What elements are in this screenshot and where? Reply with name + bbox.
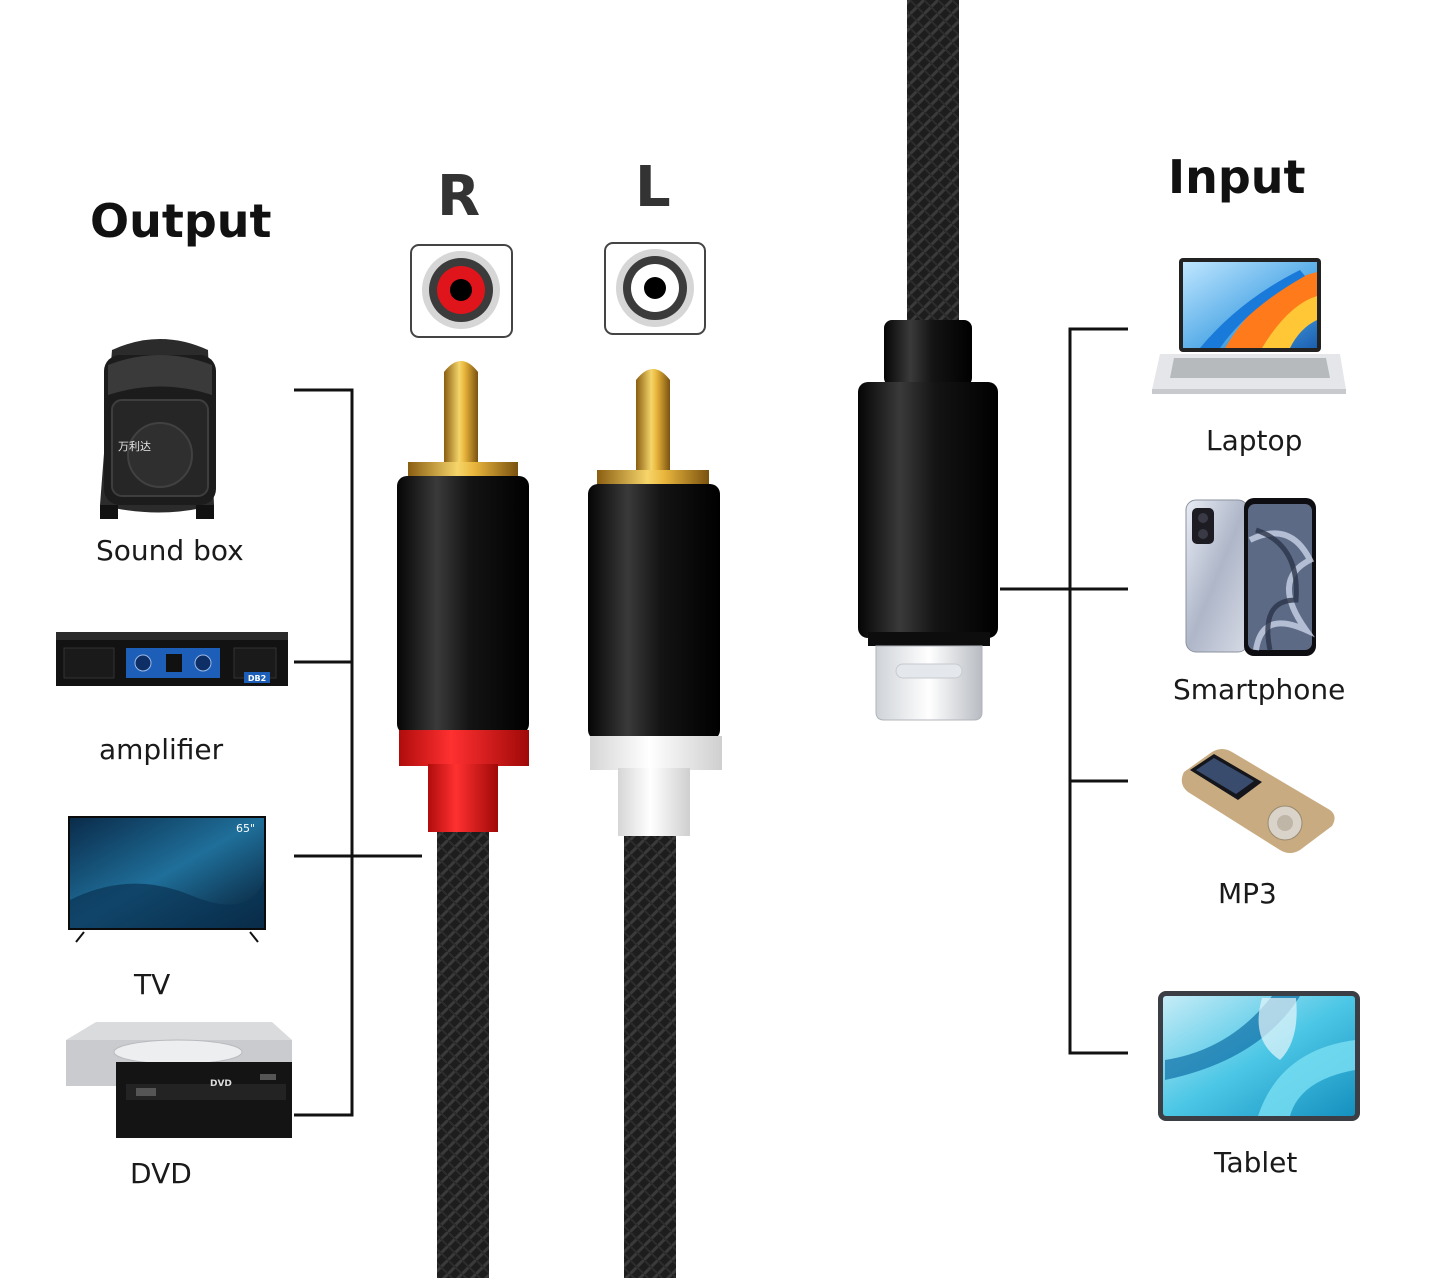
- input-label-laptop: Laptop: [1206, 424, 1303, 457]
- usb-c-cable: [907, 0, 959, 330]
- output-label-sound-box: Sound box: [96, 534, 244, 567]
- output-label-tv: TV: [134, 968, 171, 1001]
- left-jack-icon: [604, 242, 706, 335]
- rca-plug-left: [588, 369, 722, 836]
- left-channel-label: L: [635, 155, 671, 220]
- output-bracket: [294, 388, 422, 1117]
- right-cable: [437, 828, 489, 1278]
- amplifier-icon: DB2: [56, 632, 288, 686]
- tablet-icon: [1158, 991, 1360, 1121]
- laptop-icon: [1152, 258, 1346, 394]
- input-bracket: [1000, 327, 1128, 1055]
- input-heading: Input: [1168, 150, 1306, 204]
- usb-c-plug: [858, 320, 998, 721]
- dvd-drive-icon: DVD: [66, 1022, 292, 1138]
- smartphone-icon: [1185, 498, 1316, 656]
- amp-model-text: DB2: [248, 674, 266, 683]
- left-cable: [624, 834, 676, 1278]
- speaker-icon: 万利达: [100, 339, 216, 519]
- input-label-mp3: MP3: [1218, 877, 1277, 910]
- rca-plug-right: [397, 361, 529, 832]
- dvd-logo-text: DVD: [210, 1079, 232, 1089]
- input-label-tablet: Tablet: [1214, 1146, 1298, 1179]
- right-channel-label: R: [437, 164, 481, 229]
- output-label-amplifier: amplifier: [99, 733, 224, 766]
- mp3-player-icon: [1181, 749, 1335, 853]
- speaker-brand: 万利达: [118, 440, 151, 453]
- input-label-smartphone: Smartphone: [1173, 673, 1346, 706]
- output-heading: Output: [90, 194, 272, 248]
- tv-size-text: 65": [236, 822, 255, 835]
- right-jack-icon: [410, 244, 513, 338]
- output-label-dvd: DVD: [130, 1157, 192, 1190]
- tv-icon: 65": [68, 816, 266, 943]
